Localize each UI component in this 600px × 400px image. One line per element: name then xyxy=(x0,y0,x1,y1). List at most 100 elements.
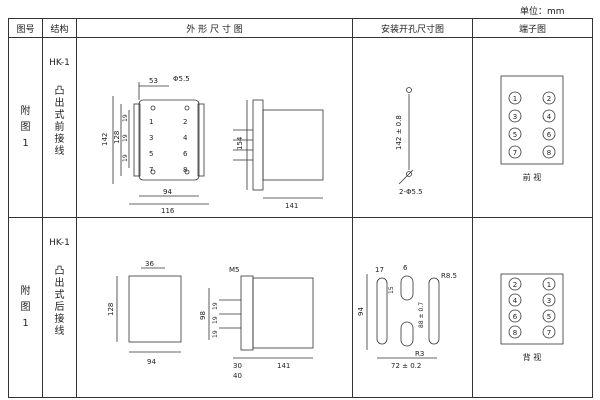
spec-table: 图号 结构 外 形 尺 寸 图 安装开孔尺寸图 端子图 附 图 1 HK-1 凸… xyxy=(8,18,593,398)
dim-19b: 19 xyxy=(212,316,219,324)
dim-141: 141 xyxy=(285,202,298,210)
dim-141: 141 xyxy=(277,362,290,370)
terminal-drawing-rear: 2 1 4 3 6 5 8 7 背 视 xyxy=(500,273,564,362)
terminal-drawing-front: 1 2 3 4 5 6 7 8 前 视 xyxy=(500,75,564,182)
pin-3: 3 xyxy=(149,134,153,142)
pin-5: 5 xyxy=(149,150,153,158)
structure-char: 后 xyxy=(54,302,65,313)
structure-char: 接 xyxy=(54,134,65,145)
mount-17: 17 xyxy=(375,266,384,274)
structure-char: 凸 xyxy=(54,86,65,97)
fig-cell: 附 图 1 xyxy=(8,217,43,398)
mount-94: 94 xyxy=(357,307,365,316)
mount-142: 142 ± 0.8 xyxy=(395,115,403,150)
fig-char: 1 xyxy=(22,137,29,149)
structure-char: 凸 xyxy=(54,266,65,277)
mounting-drawing-rear: 17 6 R8.5 15 94 88 ± 0.7 R3 72 ± 0.2 xyxy=(357,264,457,370)
fig-cell: 附 图 1 xyxy=(8,37,43,218)
fig-char: 图 xyxy=(20,121,31,133)
terminal-caption: 背 视 xyxy=(523,352,542,362)
terminal-number: 8 xyxy=(513,329,517,337)
structure-char: 式 xyxy=(54,110,65,121)
dim-98: 98 xyxy=(199,311,207,320)
terminal-number: 3 xyxy=(513,113,517,121)
dim-116: 116 xyxy=(161,207,175,215)
structure-cell: HK-1 凸 出 式 前 接 线 xyxy=(42,37,77,218)
dim-19b: 19 xyxy=(122,134,129,142)
header-fig-no: 图号 xyxy=(8,18,43,38)
structure-cell: HK-1 凸 出 式 后 接 线 xyxy=(42,217,77,398)
fig-char: 附 xyxy=(20,285,31,297)
dim-40: 40 xyxy=(233,372,242,380)
table-row: 附 图 1 HK-1 凸 出 式 后 接 线 xyxy=(8,217,593,398)
header-structure: 结构 xyxy=(42,18,77,38)
dim-36: 36 xyxy=(145,260,154,268)
terminal-cell: 1 2 3 4 5 6 7 8 前 视 xyxy=(472,37,593,218)
terminal-number: 6 xyxy=(513,313,518,321)
pin-2: 2 xyxy=(183,118,187,126)
header-row: 图号 结构 外 形 尺 寸 图 安装开孔尺寸图 端子图 xyxy=(8,18,593,38)
dim-94: 94 xyxy=(163,188,172,196)
header-outline: 外 形 尺 寸 图 xyxy=(76,18,353,38)
structure-char: 线 xyxy=(54,146,65,157)
dim-19a: 19 xyxy=(212,302,219,310)
structure-char: 线 xyxy=(54,326,65,337)
pin-7: 7 xyxy=(149,166,153,174)
outline-drawing-front: 53 Φ5.5 142 128 19 19 19 94 116 154 141 … xyxy=(101,75,324,215)
pin-8: 8 xyxy=(183,166,187,174)
outline-drawing-cell: 53 Φ5.5 142 128 19 19 19 94 116 154 141 … xyxy=(76,37,353,218)
dim-94: 94 xyxy=(147,358,156,366)
dim-30: 30 xyxy=(233,362,242,370)
mount-hole: 2-Φ5.5 xyxy=(399,188,423,196)
mounting-drawing-front: 142 ± 0.8 2-Φ5.5 xyxy=(395,87,423,196)
mount-15: 15 xyxy=(388,286,395,294)
terminal-number: 4 xyxy=(513,297,518,305)
unit-label: 单位：mm xyxy=(520,7,565,17)
pin-6: 6 xyxy=(183,150,188,158)
terminal-number: 1 xyxy=(513,95,517,103)
dim-19a: 19 xyxy=(122,114,129,122)
terminal-number: 4 xyxy=(547,113,552,121)
pin-4: 4 xyxy=(183,134,188,142)
dim-128: 128 xyxy=(107,303,115,316)
terminal-number: 5 xyxy=(547,313,551,321)
dim-19c: 19 xyxy=(122,154,129,162)
structure-char: 出 xyxy=(54,278,65,289)
mount-72: 72 ± 0.2 xyxy=(391,362,421,370)
terminal-caption: 前 视 xyxy=(523,172,542,182)
dim-154: 154 xyxy=(236,136,244,150)
dim-128: 128 xyxy=(113,131,121,144)
structure-char: 接 xyxy=(54,314,65,325)
mount-r3: R3 xyxy=(415,350,424,358)
terminal-number: 7 xyxy=(513,149,517,157)
header-terminal: 端子图 xyxy=(472,18,593,38)
mount-88: 88 ± 0.7 xyxy=(418,302,425,328)
terminal-number: 2 xyxy=(513,281,517,289)
header-mounting: 安装开孔尺寸图 xyxy=(352,18,473,38)
fig-char: 附 xyxy=(20,105,31,117)
dim-142: 142 xyxy=(101,133,109,146)
terminal-number: 8 xyxy=(547,149,551,157)
terminal-number: 1 xyxy=(547,281,551,289)
dim-m5: M5 xyxy=(229,266,240,274)
terminal-number: 6 xyxy=(547,131,552,139)
dim-phi55: Φ5.5 xyxy=(173,75,190,83)
model-label: HK-1 xyxy=(49,238,70,248)
mounting-cell: 17 6 R8.5 15 94 88 ± 0.7 R3 72 ± 0.2 xyxy=(352,217,473,398)
terminal-number: 3 xyxy=(547,297,551,305)
pin-1: 1 xyxy=(149,118,153,126)
fig-char: 图 xyxy=(20,301,31,313)
outline-drawing-rear: 36 128 94 M5 98 19 19 19 30 40 141 xyxy=(107,260,314,380)
mount-6: 6 xyxy=(403,264,408,272)
model-label: HK-1 xyxy=(49,58,70,68)
terminal-number: 7 xyxy=(547,329,551,337)
table-row: 附 图 1 HK-1 凸 出 式 前 接 线 xyxy=(8,37,593,218)
structure-char: 前 xyxy=(54,122,65,133)
terminal-number: 2 xyxy=(547,95,551,103)
terminal-cell: 2 1 4 3 6 5 8 7 背 视 xyxy=(472,217,593,398)
structure-char: 出 xyxy=(54,98,65,109)
dim-19c: 19 xyxy=(212,330,219,338)
dim-53: 53 xyxy=(149,77,158,85)
terminal-number: 5 xyxy=(513,131,517,139)
fig-char: 1 xyxy=(22,317,29,329)
